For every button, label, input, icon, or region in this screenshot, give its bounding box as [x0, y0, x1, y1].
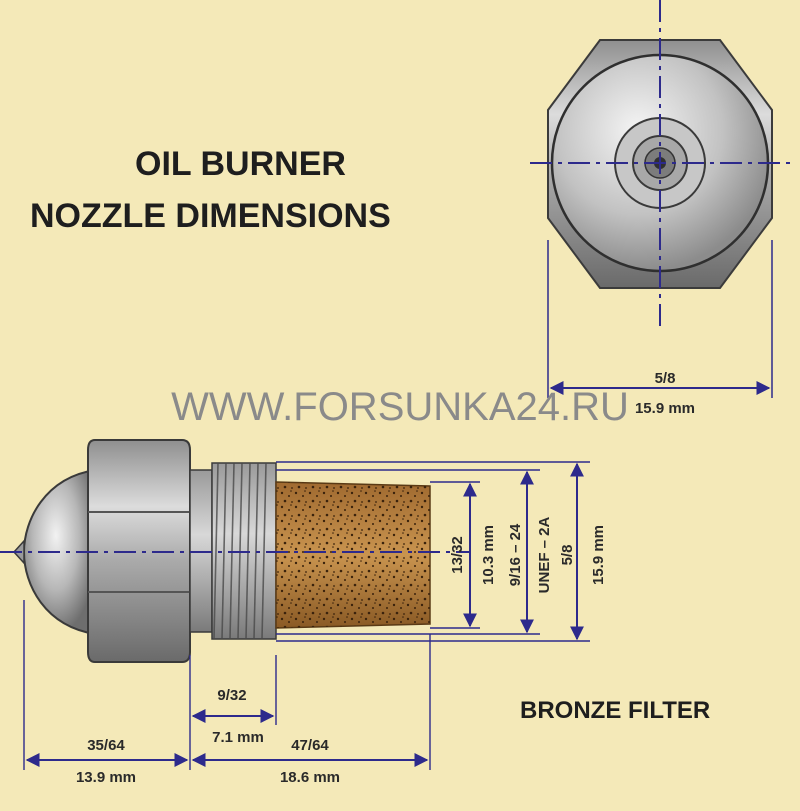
nozzle-side-view — [0, 439, 590, 770]
bronze-filter-caption: BRONZE FILTER — [520, 697, 710, 724]
title-line-2: NOZZLE DIMENSIONS — [30, 197, 391, 235]
body-diameter-fraction: 5/8 — [559, 545, 576, 566]
thread-spec-line-1: 9/16 – 24 — [507, 523, 524, 586]
head-length-fraction: 35/64 — [87, 737, 125, 754]
body-diameter-mm: 15.9 mm — [590, 525, 607, 585]
body-length-fraction: 47/64 — [291, 737, 329, 754]
head-length-mm: 13.9 mm — [76, 769, 136, 786]
filter-diameter-mm: 10.3 mm — [480, 525, 497, 585]
thread-length-fraction: 9/32 — [217, 687, 246, 704]
thread-spec-line-2: UNEF – 2A — [536, 516, 553, 593]
title-line-1: OIL BURNER — [135, 145, 346, 183]
thread-length-mm: 7.1 mm — [212, 729, 264, 746]
watermark: WWW.FORSUNKA24.RU — [171, 385, 629, 429]
hex-width-mm: 15.9 mm — [635, 400, 695, 417]
hex-width-fraction: 5/8 — [655, 370, 676, 387]
nozzle-top-view — [530, 0, 790, 398]
filter-diameter-fraction: 13/32 — [449, 536, 466, 574]
body-length-mm: 18.6 mm — [280, 769, 340, 786]
